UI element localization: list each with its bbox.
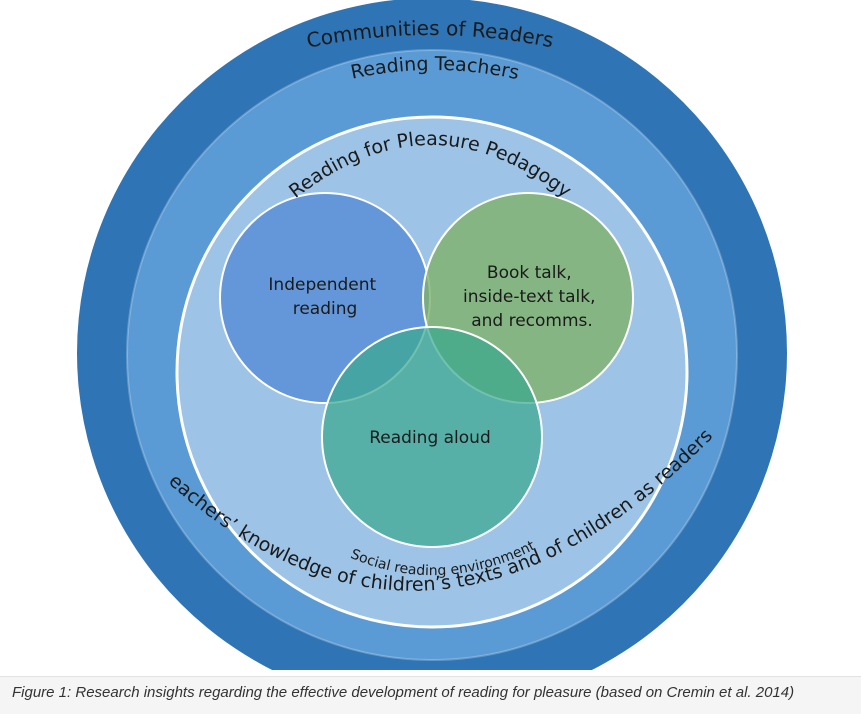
- reading-for-pleasure-diagram: Communities of Readers Reading Teachers …: [0, 0, 787, 670]
- reading-aloud-circle: [321, 326, 543, 548]
- book-talk-label: Book talk, inside-text talk, and recomms…: [463, 263, 601, 331]
- caption-bar: Figure 1: Research insights regarding th…: [0, 676, 861, 714]
- reading-aloud-label: Reading aloud: [369, 428, 491, 448]
- figure-caption: Figure 1: Research insights regarding th…: [12, 684, 795, 701]
- independent-reading-label: Independent reading: [268, 275, 381, 319]
